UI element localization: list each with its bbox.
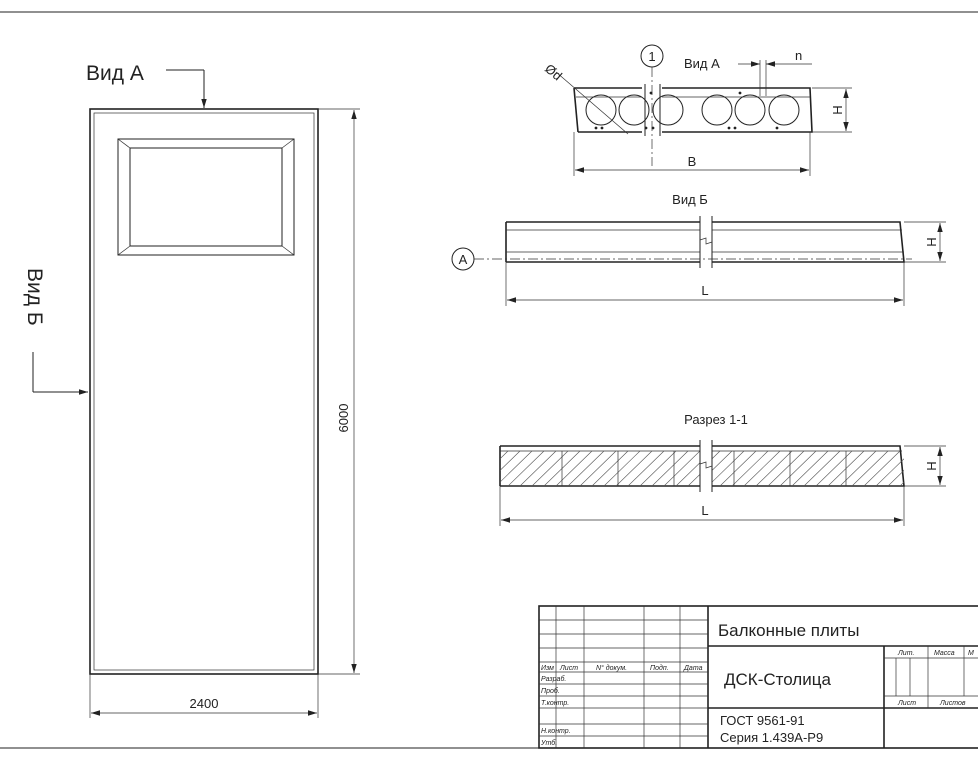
plan-width-dim: 2400 <box>190 696 219 711</box>
n-dim: n <box>795 48 802 63</box>
tb-row-prob: Проб. <box>541 687 560 695</box>
plan-view: Вид А Вид Б 6000 2400 <box>23 62 360 718</box>
title-block: Изм Лист N° докум. Подп. Дата Разраб. Пр… <box>538 605 978 749</box>
view-a-b-dim: B <box>688 154 697 169</box>
view-b-section-label: Вид Б <box>672 192 708 207</box>
tb-mass: Масса <box>934 650 955 657</box>
rebar-dots <box>594 91 779 130</box>
slab-outline <box>89 108 319 675</box>
section-h-dim: H <box>924 461 939 470</box>
tb-organization: ДСК-Столица <box>724 670 831 689</box>
view-b-elevation: Вид Б А H L <box>451 192 946 306</box>
tb-series: Серия 1.439А-Р9 <box>720 730 823 745</box>
tb-col-doc: N° докум. <box>596 664 627 672</box>
tb-col-izm: Изм <box>541 665 554 672</box>
diameter-dim: Ød <box>542 61 565 84</box>
view-b-label: Вид Б <box>23 268 46 326</box>
tb-standard: ГОСТ 9561-91 <box>720 713 805 728</box>
tb-row-nkontr: Н.контр. <box>541 728 571 735</box>
section-1-1: Разрез 1-1 H L <box>499 412 946 526</box>
view-b-h-dim: H <box>924 237 939 246</box>
tb-lit: Лит. <box>897 650 914 657</box>
tb-title: Балконные плиты <box>718 621 859 640</box>
tb-col-date: Дата <box>683 665 703 672</box>
tb-row-razrab: Разраб. <box>541 675 566 683</box>
view-b-l-dim: L <box>701 283 708 298</box>
tb-sheet: Лист <box>897 700 916 707</box>
tb-scale: М <box>968 650 974 657</box>
section-callout-number: 1 <box>648 49 655 64</box>
tb-col-sign: Подп. <box>650 664 669 672</box>
view-a-section: 1 Вид А Ød <box>542 44 852 176</box>
tb-row-utb: Утб. <box>540 739 557 747</box>
hollow-cores <box>585 94 800 126</box>
window-opening <box>117 138 295 256</box>
view-a-section-label: Вид А <box>684 56 720 71</box>
view-a-label: Вид А <box>86 62 144 85</box>
tb-col-list: Лист <box>559 665 578 672</box>
tb-sheets: Листов <box>939 700 966 707</box>
tb-row-tkontr: Т.контр. <box>541 700 569 707</box>
section-1-1-label: Разрез 1-1 <box>684 412 748 427</box>
view-a-h-dim: H <box>830 105 845 114</box>
plan-height-dim: 6000 <box>336 404 351 433</box>
section-l-dim: L <box>701 503 708 518</box>
callout-a-letter: А <box>459 252 468 267</box>
